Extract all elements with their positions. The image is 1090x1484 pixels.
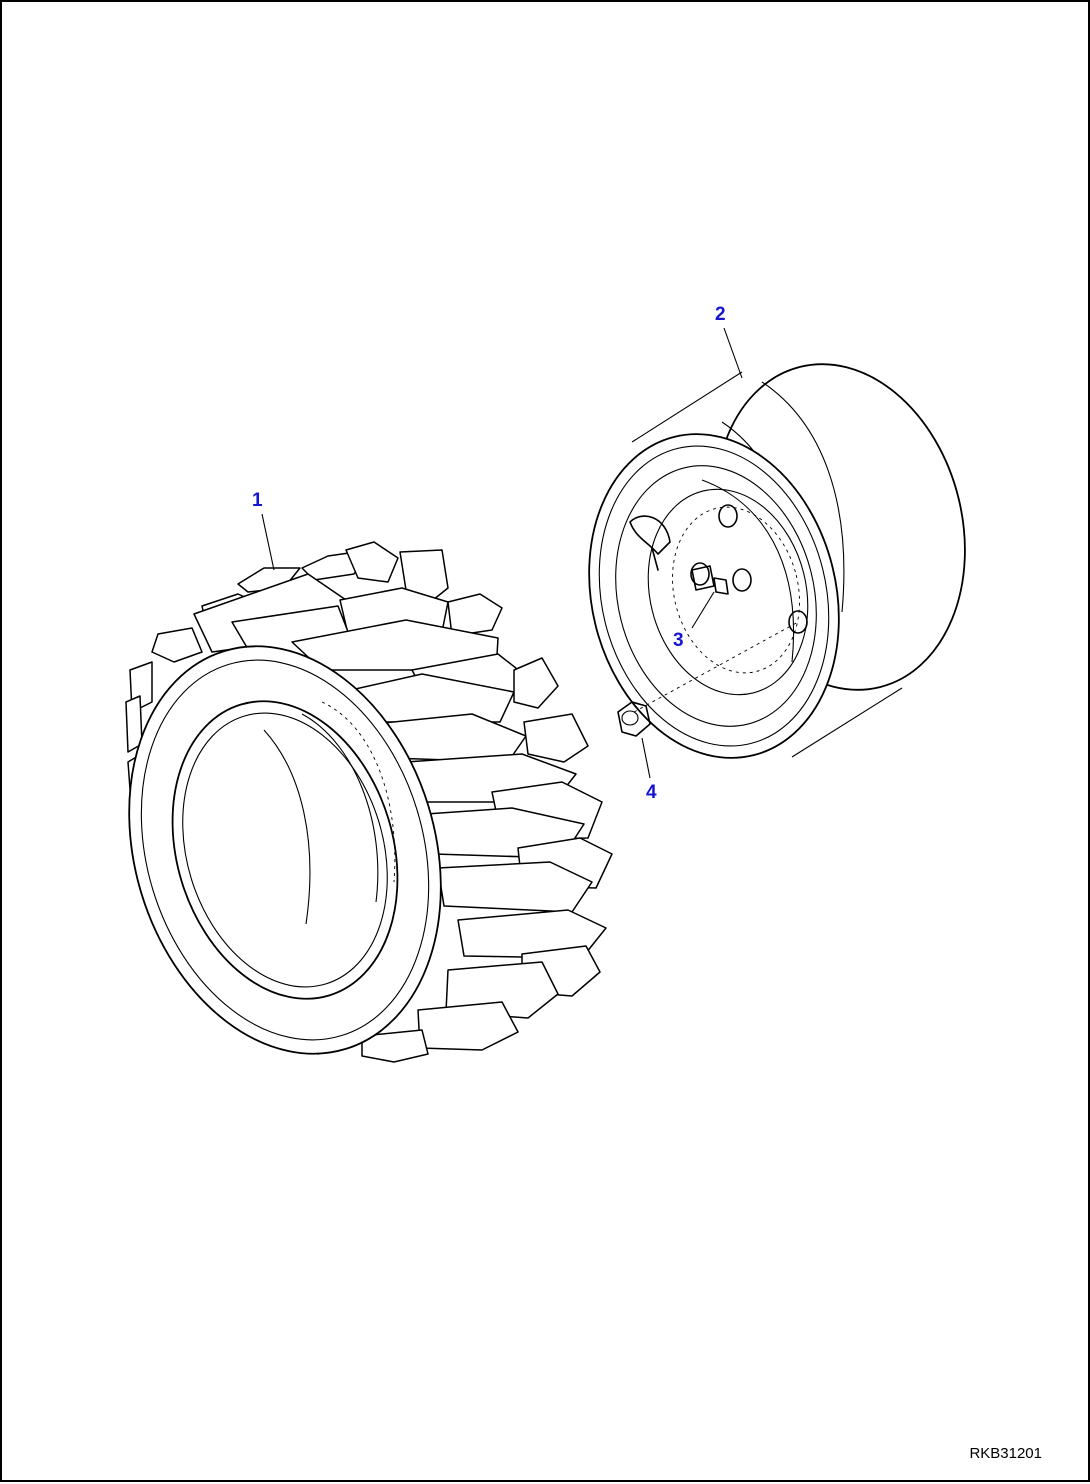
leader-line-2 (723, 327, 743, 379)
tire-inner-opening (171, 700, 399, 1000)
assembly-axis-line (633, 621, 799, 713)
wheel-stud (691, 565, 729, 595)
tire (125, 541, 613, 1063)
leader-line-3 (691, 591, 715, 629)
wheel-rim (588, 363, 966, 759)
leader-line-4 (641, 737, 651, 779)
leader-line-1 (261, 513, 275, 571)
stud-hole (690, 562, 710, 586)
stud-hole (732, 568, 752, 592)
callout-3: 3 (673, 630, 684, 651)
wheel-nut (617, 701, 651, 737)
callout-1: 1 (252, 490, 263, 511)
rim-front-flange (588, 433, 840, 759)
callout-2: 2 (715, 304, 726, 325)
stud-hole (788, 610, 808, 634)
valve-hole (629, 515, 671, 555)
figure-id: RKB31201 (969, 1445, 1042, 1462)
callout-4: 4 (646, 782, 657, 803)
stud-hole (718, 504, 738, 528)
